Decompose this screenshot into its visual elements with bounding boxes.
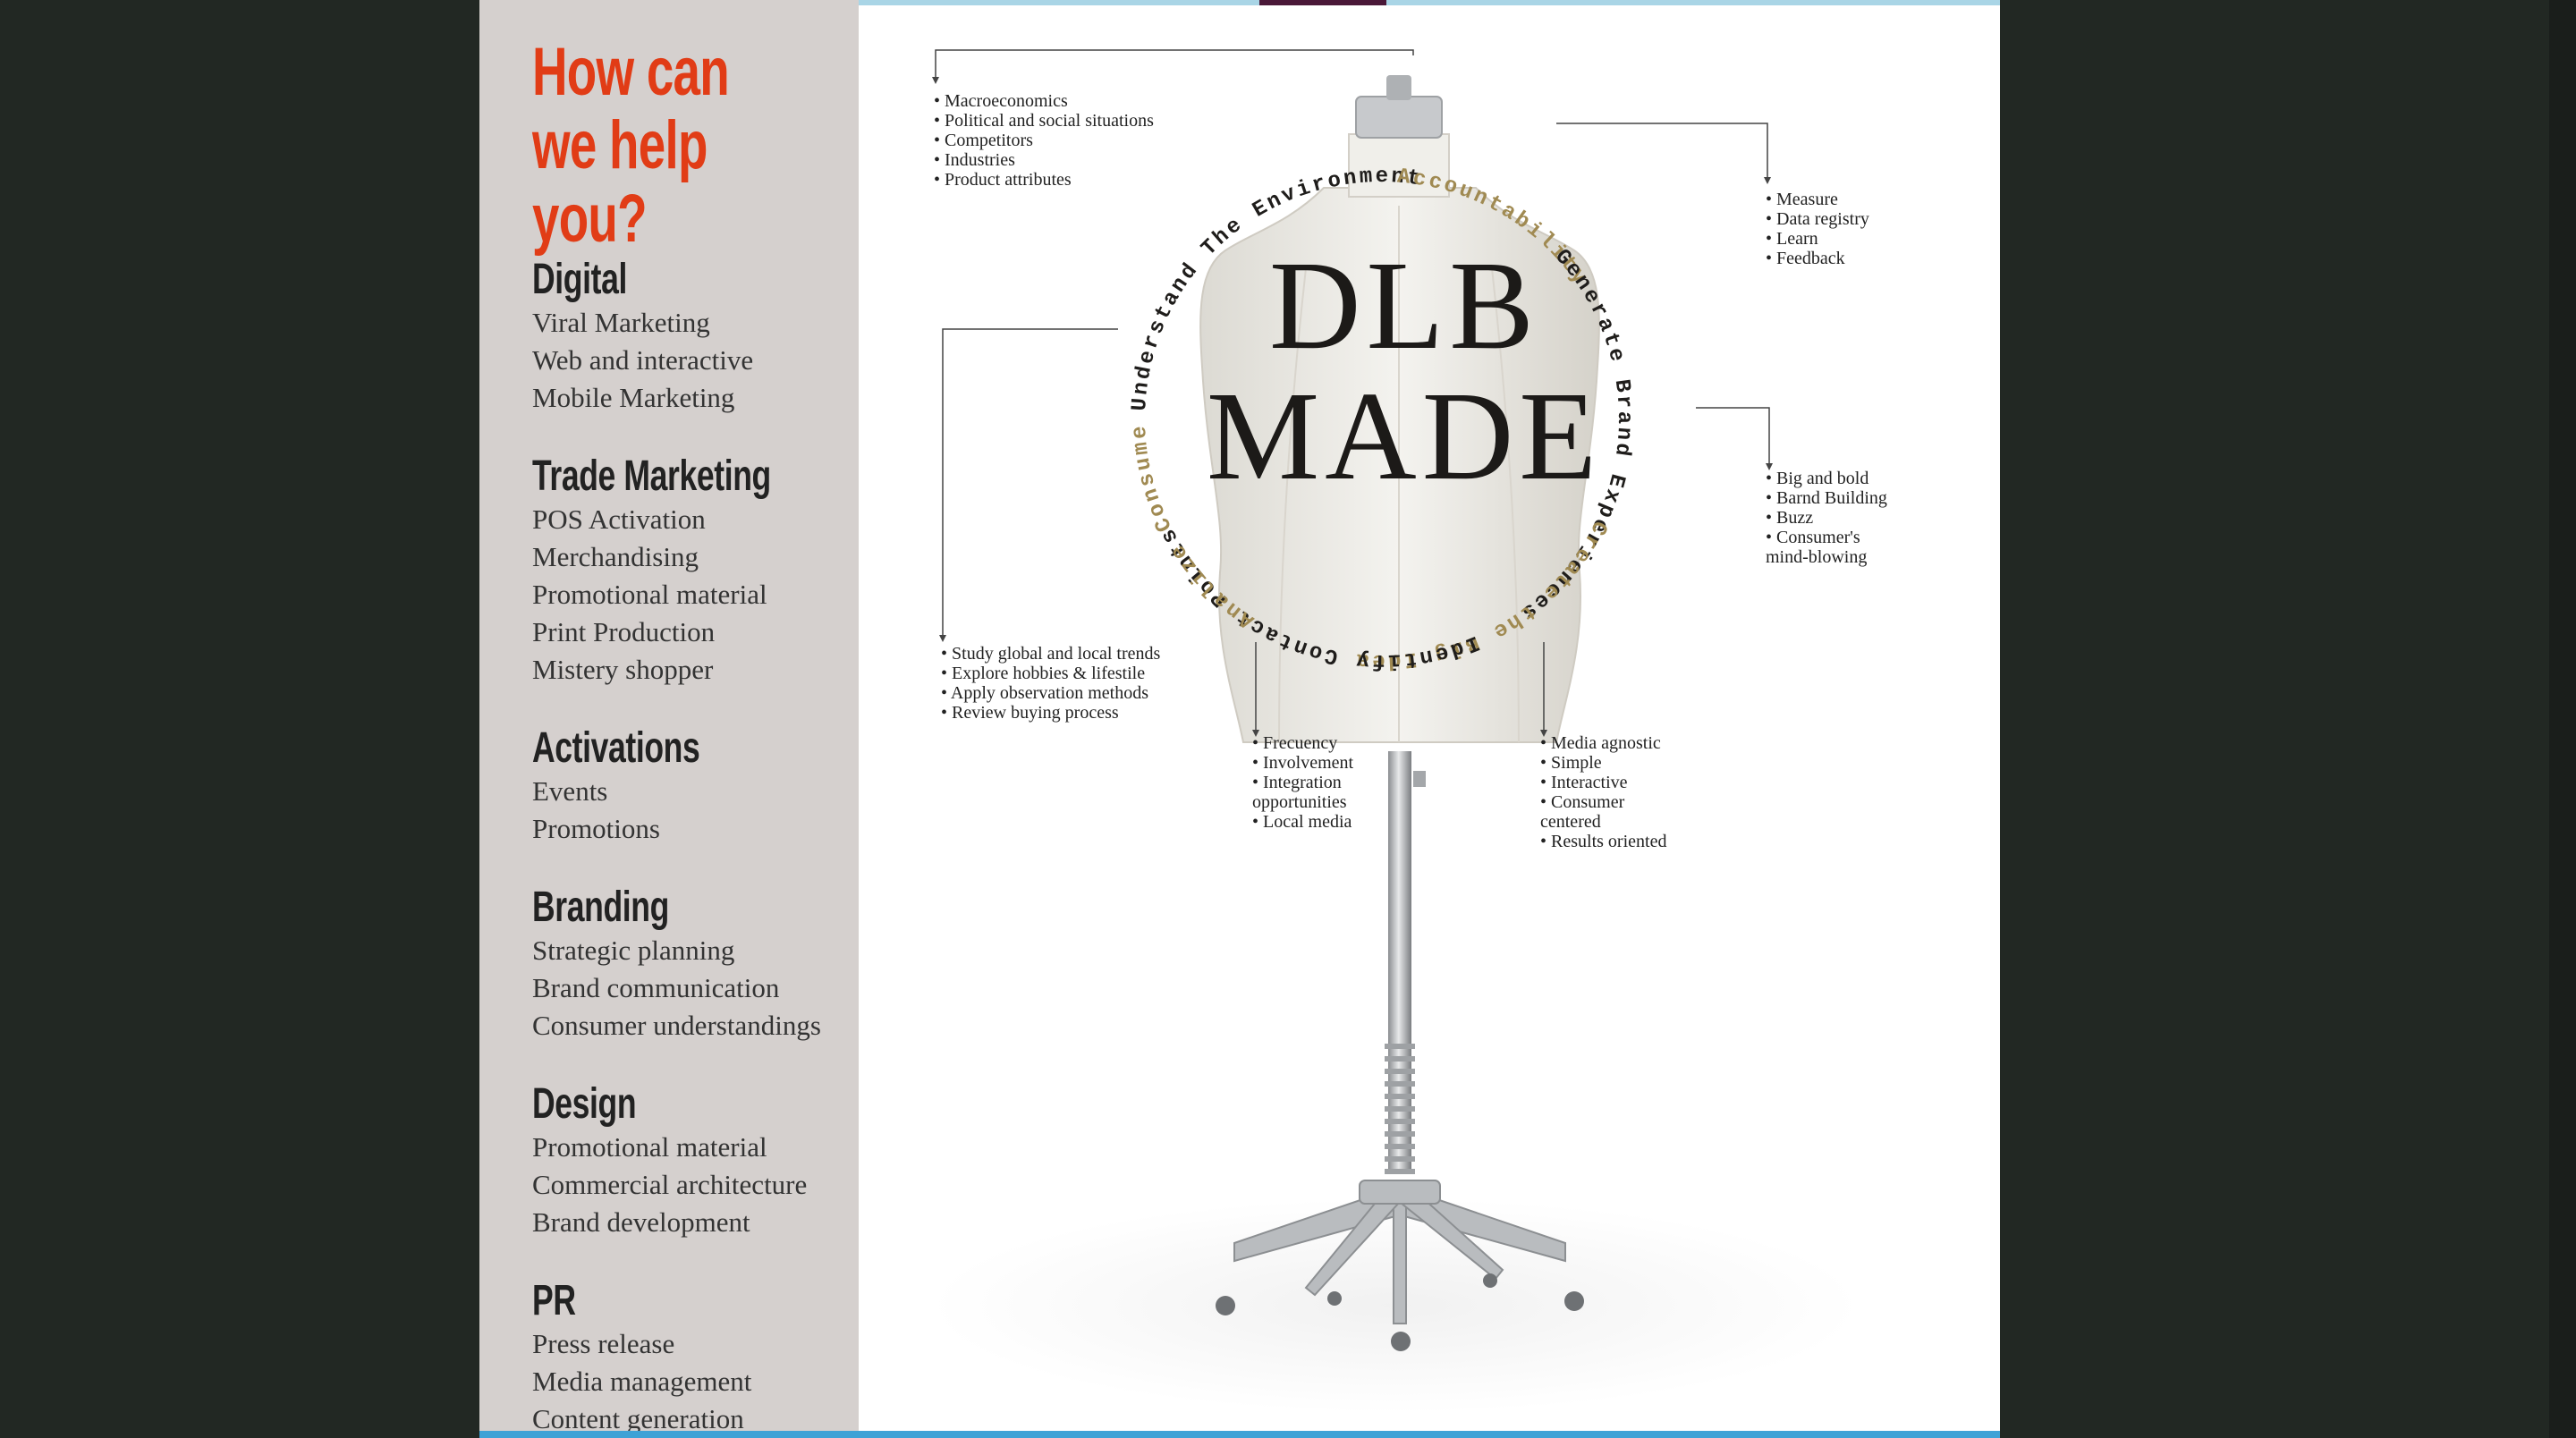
category-item: Merchandising bbox=[532, 541, 699, 572]
headline: How can we help you? bbox=[532, 34, 730, 257]
category-title: Trade Marketing bbox=[532, 453, 771, 500]
category-item: POS Activation bbox=[532, 503, 706, 535]
list-item: Macroeconomics bbox=[934, 91, 1154, 111]
neck-knob bbox=[1386, 75, 1411, 100]
category-title: Branding bbox=[532, 884, 669, 931]
stand-spring bbox=[1385, 1044, 1415, 1174]
list-item: Industries bbox=[934, 150, 1154, 170]
category-item: Viral Marketing bbox=[532, 307, 710, 338]
torso-seams bbox=[1278, 206, 1520, 743]
category-item: Promotional material bbox=[532, 1131, 767, 1163]
list-item: Product attributes bbox=[934, 170, 1154, 190]
list-item: Interactive bbox=[1540, 773, 1666, 792]
brand-experiences-list: Big and boldBarnd BuildingBuzzConsumer's… bbox=[1766, 469, 1887, 567]
list-item: mind-blowing bbox=[1766, 547, 1868, 567]
list-item: Involvement bbox=[1252, 753, 1353, 773]
list-item: Study global and local trends bbox=[941, 644, 1160, 664]
list-item: centered bbox=[1540, 812, 1601, 832]
category-item: Mistery shopper bbox=[532, 654, 714, 685]
consumer-trends-list: Study global and local trendsExplore hob… bbox=[941, 644, 1160, 723]
list-item: Consumer's bbox=[1766, 528, 1887, 547]
list-item: Measure bbox=[1766, 190, 1869, 209]
category-title: Design bbox=[532, 1080, 637, 1128]
list-item: opportunities bbox=[1252, 792, 1347, 812]
category-spacer bbox=[532, 1241, 854, 1277]
neck-cap bbox=[1355, 96, 1443, 139]
contact-points-list: FrecuencyInvolvementIntegrationopportuni… bbox=[1252, 733, 1353, 832]
top-border bbox=[479, 0, 2000, 5]
list-item: Political and social situations bbox=[934, 111, 1154, 131]
category-item: Print Production bbox=[532, 616, 716, 647]
list-item: Review buying process bbox=[941, 703, 1160, 723]
list-item: Competitors bbox=[934, 131, 1154, 150]
category-spacer bbox=[532, 848, 854, 884]
list-item: Media agnostic bbox=[1540, 733, 1666, 753]
category-item: Web and interactive bbox=[532, 344, 754, 376]
big-idea-list: Media agnosticSimpleInteractiveConsumerc… bbox=[1540, 733, 1666, 851]
category-title: Activations bbox=[532, 724, 700, 772]
list-item: Buzz bbox=[1766, 508, 1887, 528]
list-item: Feedback bbox=[1766, 249, 1869, 268]
category-item: Promotional material bbox=[532, 579, 767, 610]
category-item: Commercial architecture bbox=[532, 1169, 808, 1200]
stand-wheels bbox=[1216, 1273, 1584, 1351]
mannequin-neck bbox=[1348, 133, 1450, 198]
category-spacer bbox=[532, 417, 854, 453]
category-item: Press release bbox=[532, 1328, 675, 1359]
category-item: Brand communication bbox=[532, 972, 780, 1003]
category-item: Consumer understandings bbox=[532, 1010, 821, 1041]
list-item: Local media bbox=[1252, 812, 1353, 832]
list-item: Data registry bbox=[1766, 209, 1869, 229]
category-item: Media management bbox=[532, 1366, 752, 1397]
list-item: Results oriented bbox=[1540, 832, 1666, 851]
category-item: Promotions bbox=[532, 813, 660, 844]
category-item: Brand development bbox=[532, 1206, 750, 1238]
dlb-diagram: Understand The Environment Accountabilit… bbox=[859, 0, 2000, 1431]
category-title: Digital bbox=[532, 256, 627, 303]
window-edge bbox=[2549, 0, 2576, 1438]
category-spacer bbox=[532, 689, 854, 724]
list-item: Apply observation methods bbox=[941, 683, 1160, 703]
category-item: Mobile Marketing bbox=[532, 382, 735, 413]
brand-line-2: MADE bbox=[1206, 365, 1603, 506]
category-item: Content generation bbox=[532, 1403, 744, 1434]
list-item: Consumer bbox=[1540, 792, 1666, 812]
list-item: Explore hobbies & lifestile bbox=[941, 664, 1160, 683]
top-accent bbox=[1259, 0, 1386, 5]
bottom-border bbox=[479, 1431, 2000, 1438]
category-item: Events bbox=[532, 775, 608, 807]
category-item: Strategic planning bbox=[532, 935, 735, 966]
stand-pole bbox=[1388, 751, 1411, 1172]
list-item: Big and bold bbox=[1766, 469, 1887, 488]
stand-base bbox=[1233, 1180, 1566, 1324]
list-item: Simple bbox=[1540, 753, 1666, 773]
accountability-list: MeasureData registryLearnFeedback bbox=[1766, 190, 1869, 268]
stand-knob bbox=[1413, 771, 1426, 787]
list-item: Integration bbox=[1252, 773, 1353, 792]
environment-list: MacroeconomicsPolitical and social situa… bbox=[934, 91, 1154, 190]
category-spacer bbox=[532, 1045, 854, 1080]
category-title: PR bbox=[532, 1277, 576, 1324]
brand-title: DLB MADE bbox=[1163, 240, 1646, 501]
connector-lines bbox=[935, 49, 1770, 732]
list-item: Barnd Building bbox=[1766, 488, 1887, 508]
brand-line-1: DLB bbox=[1269, 234, 1539, 376]
list-item: Frecuency bbox=[1252, 733, 1353, 753]
list-item: Learn bbox=[1766, 229, 1869, 249]
